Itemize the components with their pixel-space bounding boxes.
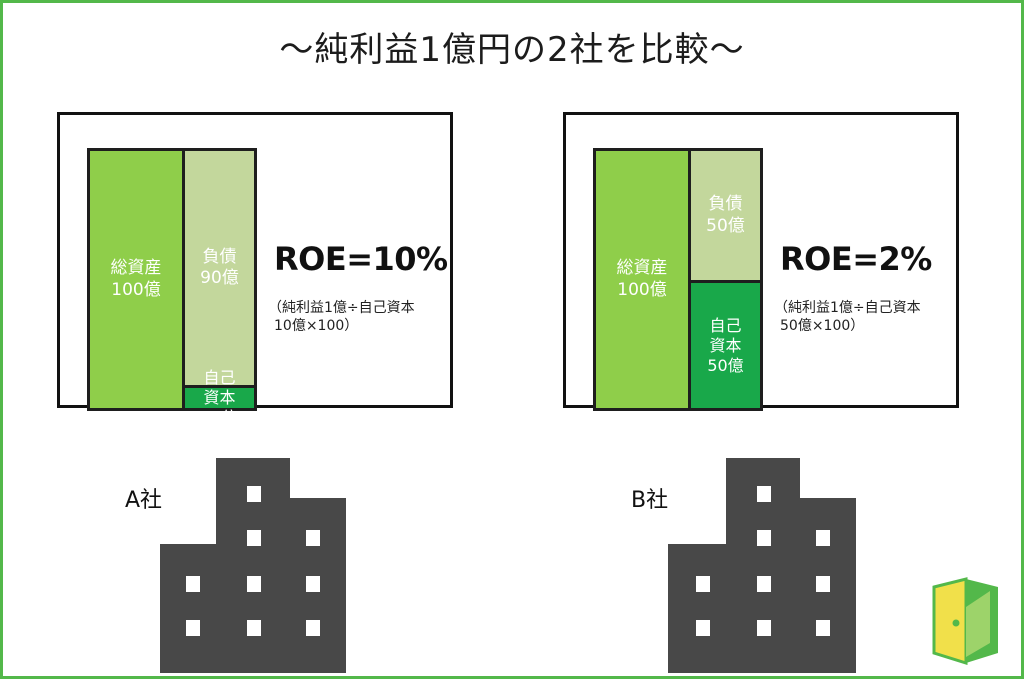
roe-formula-line1: （純利益1億÷自己資本 [774,300,921,316]
equity-value: 10億 [201,408,238,427]
balance-sheet-panel-b: 総資産 100億 負債 50億 自己 資本 50億 ROE=2% （純利益1億÷… [563,112,959,411]
equity-bar: 自己 資本 50億 [688,280,763,411]
roe-formula: （純利益1億÷自己資本 10億×100） [268,299,415,335]
assets-label: 総資産 [110,258,162,279]
roe-formula-line2: 10億×100） [274,318,359,335]
equity-label-line1: 自己 [203,368,236,387]
door-logo-icon [932,577,998,665]
roe-formula: （純利益1億÷自己資本 50億×100） [774,299,921,335]
liabilities-bar: 負債 90億 [182,148,257,388]
building-icon [668,458,856,673]
equity-label-line2: 資本 [709,335,742,355]
equity-bar: 自己 資本 10億 [182,368,257,427]
roe-value: ROE=10% [274,240,448,278]
equity-label-line2: 資本 [203,388,236,407]
assets-value: 100億 [617,279,667,300]
equity-label-line1: 自己 [709,315,742,335]
page-title: ～純利益1億円の2社を比較～ [279,30,745,70]
liabilities-value: 90億 [200,268,239,288]
liabilities-label: 負債 [708,194,743,215]
roe-formula-line2: 50億×100） [780,318,865,335]
assets-bar: 総資産 100億 [87,148,185,411]
roe-formula-line1: （純利益1億÷自己資本 [268,300,415,316]
assets-bar: 総資産 100億 [593,148,691,411]
liabilities-bar: 負債 50億 [688,148,763,283]
liabilities-label: 負債 [202,246,237,267]
company-b-label: B社 [631,488,669,513]
building-icon [160,458,346,673]
equity-value: 50億 [707,355,744,375]
assets-label: 総資産 [616,258,668,279]
liabilities-value: 50億 [706,215,745,236]
assets-value: 100億 [111,279,161,300]
roe-value: ROE=2% [780,240,932,278]
company-a-label: A社 [125,488,163,513]
balance-sheet-panel-a: 総資産 100億 負債 90億 自己 資本 10億 ROE=10% （純利益1億… [57,112,453,427]
